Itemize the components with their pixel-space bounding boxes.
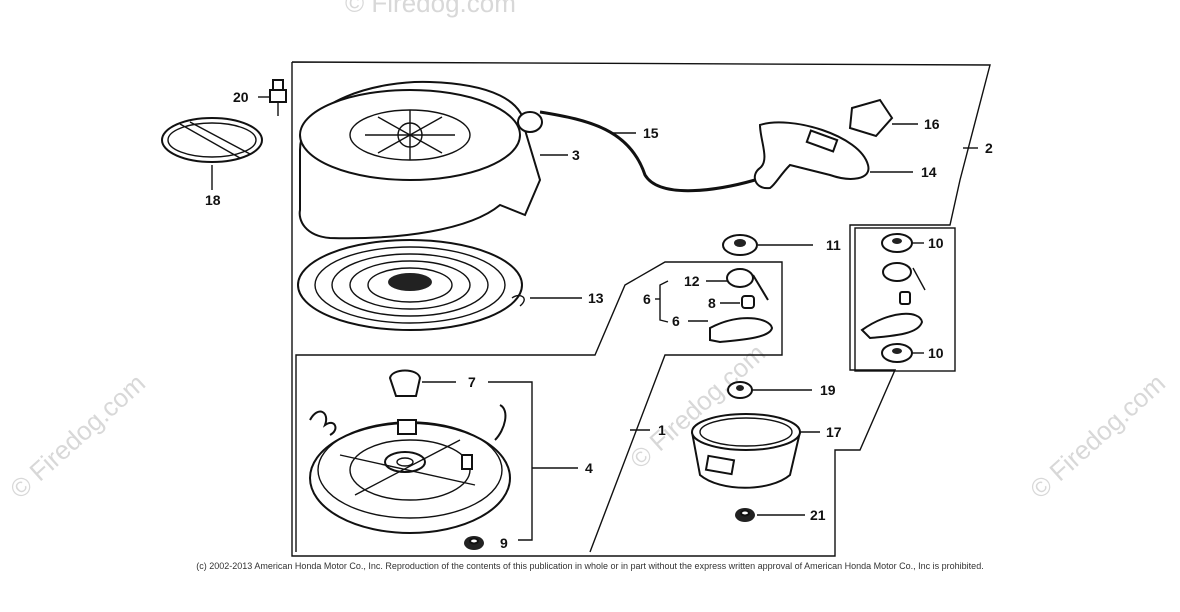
callout-10a: 10 [928,235,944,251]
part-20-bolt [258,79,287,116]
callout-15: 15 [643,125,659,141]
part-11-washer [722,234,813,256]
part-7-collar [388,369,578,541]
ratchet-alt-group [854,227,956,372]
callout-17: 17 [826,424,842,440]
watermark-top: © Firedog.com [345,0,516,18]
watermark-left: © Firedog.com [4,368,151,505]
part-14-handle [753,121,913,190]
callout-labels: 1 2 3 4 6 6 7 8 9 10 10 11 12 13 14 15 1… [205,89,993,551]
callout-3: 3 [572,147,580,163]
ratchet-group [655,268,774,344]
callout-4: 4 [585,460,593,476]
callout-12: 12 [684,273,700,289]
part-13-spring [297,239,582,331]
part-3-housing [298,80,568,240]
callout-6a: 6 [643,291,651,307]
callout-14: 14 [921,164,937,180]
part-9-nut [464,536,484,550]
callout-2: 2 [985,140,993,156]
part-17-cup [691,413,820,489]
callout-19: 19 [820,382,836,398]
callout-20: 20 [233,89,249,105]
callout-13: 13 [588,290,604,306]
callout-9: 9 [500,535,508,551]
callout-18: 18 [205,192,221,208]
callout-6b: 6 [672,313,680,329]
part-16-grip [848,98,918,138]
copyright-notice: (c) 2002-2013 American Honda Motor Co., … [196,561,984,571]
part-15-rope [539,110,756,193]
callout-21: 21 [810,507,826,523]
part-18-sticker [161,117,263,190]
callout-10b: 10 [928,345,944,361]
part-21-nut [735,508,805,522]
callout-16: 16 [924,116,940,132]
callout-8: 8 [708,295,716,311]
part-4-pulley [309,404,511,534]
part-19-nut [727,381,812,399]
watermarks: © Firedog.com © Firedog.com © Firedog.co… [4,0,1171,504]
callout-1: 1 [658,422,666,438]
callout-11: 11 [826,237,841,253]
callout-7: 7 [468,374,476,390]
watermark-right: © Firedog.com [1024,368,1171,505]
assembly-outline-2 [291,61,991,557]
assembly-outline-1 [295,261,783,553]
